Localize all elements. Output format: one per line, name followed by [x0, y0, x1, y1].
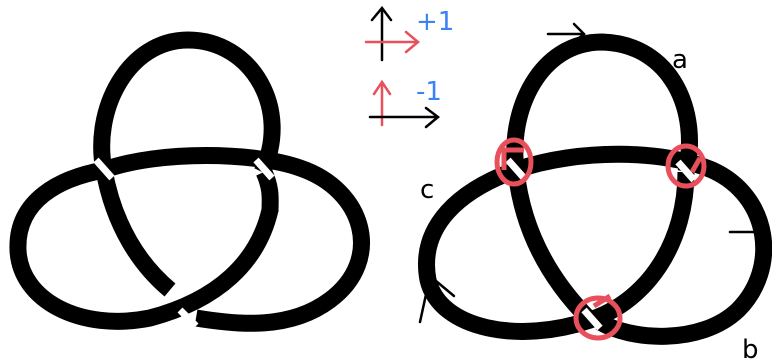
crossing-marker-left-arrow — [501, 147, 524, 170]
crossing-marker-right — [665, 143, 707, 189]
crossing-marker-right-arrow — [689, 156, 703, 174]
legend-positive-right-arrow — [364, 30, 420, 54]
crossing-marker-left — [494, 137, 534, 187]
crossing-markers — [494, 137, 707, 341]
crossing-marker-bottom-arrow — [592, 293, 612, 309]
label-c: c — [420, 175, 434, 205]
right-trefoil-left-lobe — [418, 161, 695, 340]
label-a: a — [672, 45, 688, 75]
right-trefoil-gaps — [505, 157, 697, 331]
legend-negative-up-arrow — [372, 79, 392, 127]
right-trefoil — [418, 33, 772, 345]
right-trefoil-top-lobe — [506, 33, 698, 327]
crossing-marker-bottom — [573, 295, 623, 341]
orientation-marks — [418, 22, 766, 324]
left-trefoil-left-lobe — [9, 161, 279, 330]
left-trefoil-right-lobe — [101, 147, 370, 332]
legend-negative-right-arrow — [368, 106, 441, 129]
legend: +1 -1 — [364, 5, 454, 129]
left-trefoil-gaps — [93, 157, 275, 329]
legend-positive-up-arrow — [370, 5, 393, 62]
right-trefoil-right-lobe — [513, 145, 772, 345]
legend-negative: -1 — [368, 77, 442, 129]
legend-positive: +1 — [364, 5, 454, 62]
orientation-arrow-left — [418, 274, 456, 324]
legend-positive-value: +1 — [416, 7, 454, 37]
label-b: b — [742, 335, 759, 362]
left-trefoil — [9, 31, 370, 332]
legend-negative-value: -1 — [416, 77, 442, 107]
left-trefoil-over-strand-1 — [256, 168, 279, 213]
left-trefoil-top-lobe — [93, 31, 281, 297]
orientation-arrow-right — [728, 220, 766, 246]
orientation-arrow-top — [546, 22, 586, 46]
